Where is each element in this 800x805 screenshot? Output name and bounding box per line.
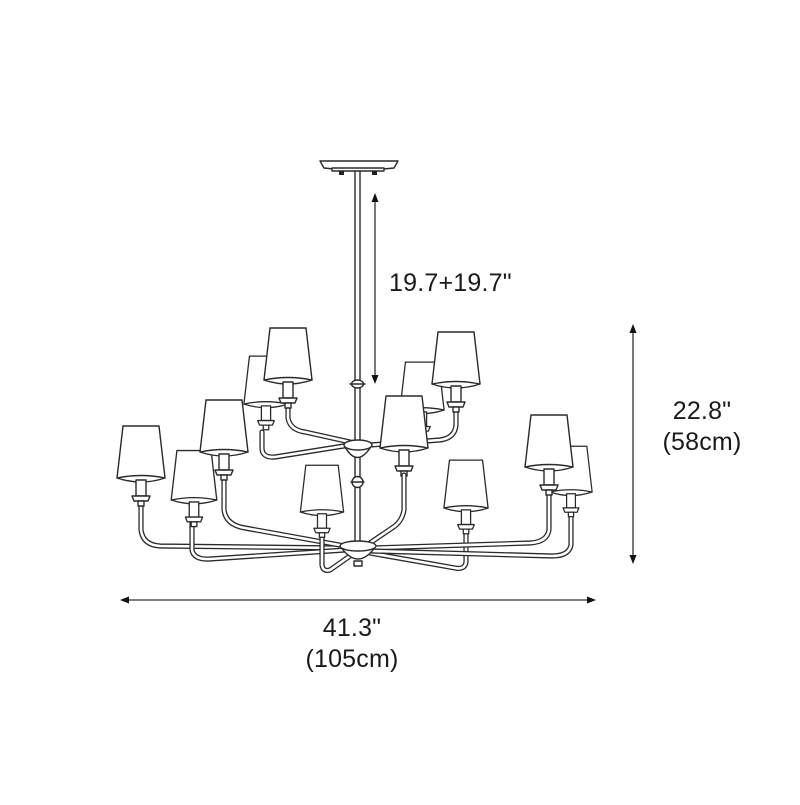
arrow-up-icon: [629, 324, 637, 333]
lamp-lower-left-front: [170, 449, 218, 528]
width-inches: 41.3": [322, 614, 382, 642]
height-inches: 22.8": [672, 397, 732, 425]
canopy: [319, 160, 399, 175]
width-label: 41.3" (105cm): [292, 613, 412, 675]
upper-hub: [343, 439, 373, 459]
arrow-down-icon: [371, 375, 379, 384]
drop-length-value: 19.7+19.7": [389, 269, 512, 297]
downrod: [349, 170, 366, 546]
width-cm: (105cm): [305, 645, 399, 673]
lower-hub: [339, 540, 377, 567]
arrow-left-icon: [120, 596, 129, 604]
lamp-lower-far-left: [116, 425, 166, 507]
lamp-upper-front: [379, 395, 429, 478]
height-cm: (58cm): [662, 428, 742, 456]
lamp-lower-right-front: [443, 459, 489, 535]
lamp-lower-center: [299, 464, 345, 538]
drop-length-label: 19.7+19.7": [389, 268, 512, 299]
height-label: 22.8" (58cm): [652, 396, 752, 458]
width-dimension: [120, 596, 596, 604]
lower-tier-arms: [138, 469, 574, 574]
arrow-up-icon: [371, 193, 379, 202]
height-dimension: [629, 324, 637, 564]
arrow-right-icon: [587, 596, 596, 604]
drop-dimension: [371, 193, 379, 384]
upper-tier-arms: [259, 397, 459, 460]
arrow-down-icon: [629, 555, 637, 564]
